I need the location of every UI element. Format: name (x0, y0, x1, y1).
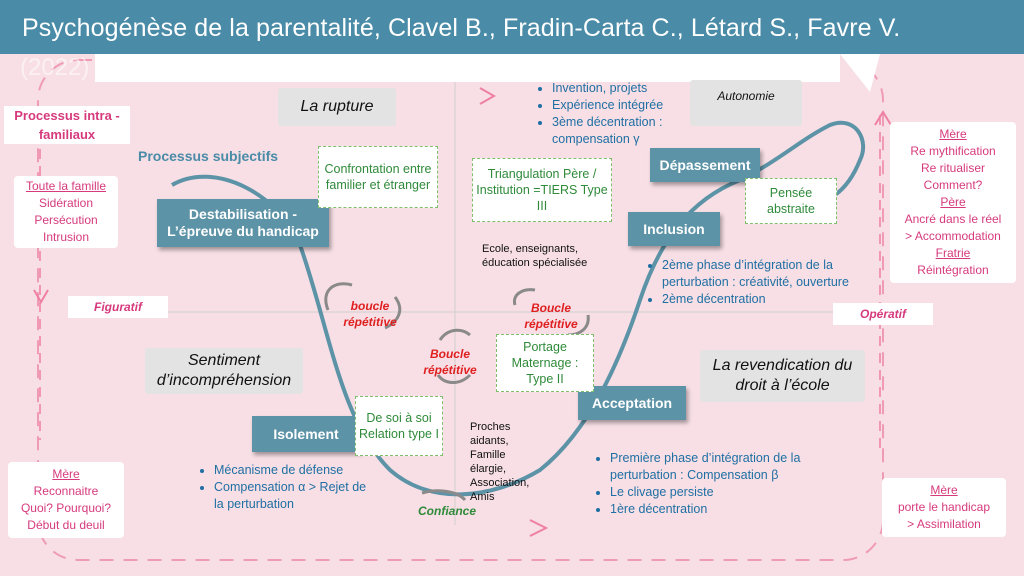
loop-arrow-icon (436, 373, 472, 384)
loop-arrow-icon (324, 282, 353, 311)
box-pensee: Pensée abstraite (745, 178, 837, 224)
note-line: porte le handicap (897, 500, 991, 514)
left-heading: Processus intra - familiaux (4, 106, 130, 144)
stage-isolement: Isolement (252, 416, 360, 452)
box-de-soi: De soi à soi Relation type I (355, 396, 443, 456)
note-line: Fratrie (935, 246, 971, 260)
list-item: Mécanisme de défense (214, 462, 373, 479)
left-down-arrow-icon (33, 289, 49, 304)
box-confrontation: Confrontation entre familier et étranger (318, 146, 438, 208)
title-year: (2022) (20, 54, 90, 81)
list-item: 1ère décentration (610, 501, 824, 518)
note-line: Père (940, 195, 966, 209)
stage-depassement: Dépassement (650, 148, 760, 182)
stage-destabilisation: Destabilisation - L’épreuve du handicap (157, 199, 329, 247)
note-line: Ancré dans le réel (904, 212, 1002, 226)
top-white-panel (95, 54, 840, 82)
note-line: > Assimilation (907, 517, 981, 531)
top-list: Invention, projets Expérience intégrée 3… (536, 80, 686, 148)
stage-inclusion: Inclusion (628, 212, 720, 246)
stage-acceptation: Acceptation (578, 386, 686, 420)
list-item: Expérience intégrée (552, 97, 686, 114)
right-up-arrow-icon (874, 110, 892, 126)
note-line: Mère (930, 483, 958, 497)
operatif-label: Opératif (833, 303, 933, 325)
list-item: 2ème décentration (662, 291, 882, 308)
confiance-arrow-icon (421, 489, 467, 502)
bottom-right-arrow-icon (529, 519, 549, 537)
acceptation-list: Première phase d’intégration de la pertu… (594, 450, 824, 518)
top-right-wedge (840, 54, 880, 92)
note-line: > Accommodation (905, 229, 1001, 243)
phase-revendication: La revendication du droit à l’école (700, 350, 865, 402)
box-portage: Portage Maternage : Type II (496, 334, 594, 392)
page-title: Psychogénèse de la parentalité, Clavel B… (22, 14, 901, 42)
loop-label-1: boucle répétitive (343, 299, 397, 329)
list-item: Invention, projets (552, 80, 686, 97)
isolement-list: Mécanisme de défense Compensation α > Re… (198, 462, 373, 513)
note-line: Re ritualiser (920, 161, 986, 175)
loop-arrows (324, 282, 590, 502)
phase-rupture: La rupture (278, 88, 396, 126)
note-line: Début du deuil (27, 518, 105, 532)
left-top-note: Toute la famille Sidération Persécution … (14, 176, 118, 248)
inclusion-list: 2ème phase d’intégration de la perturbat… (646, 257, 882, 308)
note-line: Re mythification (910, 144, 996, 158)
phase-sentiment: Sentiment d’incompréhension (145, 348, 303, 394)
title-bar (0, 0, 1024, 54)
loop-arrow-icon (384, 296, 402, 330)
list-item: 2ème phase d’intégration de la perturbat… (662, 257, 882, 291)
figuratif-label: Figuratif (68, 296, 168, 318)
loop-arrow-icon (512, 288, 536, 306)
top-arrow-icon (479, 87, 497, 105)
note-line: Reconnaitre (33, 484, 99, 498)
note-line: Réintégration (917, 263, 989, 277)
list-item: Compensation α > Rejet de la perturbatio… (214, 479, 373, 513)
note-line: Mère (939, 127, 967, 141)
right-top-note: Mère Re mythification Re ritualiser Comm… (890, 122, 1016, 283)
loop-label-2: Boucle répétitive (524, 301, 578, 331)
note-line: Persécution (34, 213, 98, 227)
ecole-text: Ecole, enseignants, éducation spécialisé… (482, 243, 588, 269)
left-bottom-note: Mère Reconnaitre Quoi? Pourquoi? Début d… (8, 462, 124, 538)
loop-arrow-icon (438, 328, 471, 341)
right-bottom-note: Mère porte le handicap > Assimilation (882, 478, 1006, 537)
note-line: Comment? (923, 178, 983, 192)
proches-text: Proches aidants, Famille élargie, Associ… (470, 421, 530, 503)
note-line: Toute la famille (25, 179, 107, 193)
box-triangulation: Triangulation Père / Institution =TIERS … (472, 158, 612, 222)
note-line: Mère (52, 467, 80, 481)
list-item: 3ème décentration : compensation γ (552, 114, 686, 148)
loop-label-3: Boucle répétitive (423, 347, 477, 377)
note-line: Quoi? Pourquoi? (20, 501, 112, 515)
subjective-label: Processus subjectifs (138, 148, 279, 164)
list-item: Première phase d’intégration de la pertu… (610, 450, 824, 484)
note-line: Sidération (38, 196, 94, 210)
note-line: Intrusion (42, 230, 90, 244)
confiance-label: Confiance (418, 504, 477, 518)
phase-autonomie: Autonomie (690, 80, 802, 126)
list-item: Le clivage persiste (610, 484, 824, 501)
